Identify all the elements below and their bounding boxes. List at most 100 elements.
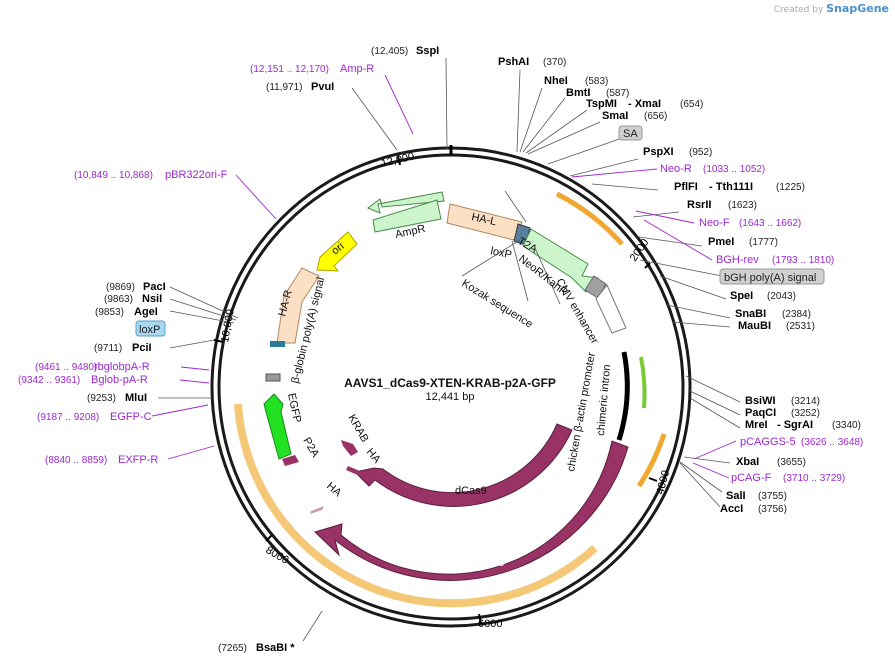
site-tspmi-pos: (654) [680,99,703,110]
site-bmti[interactable]: BmtI [566,87,590,99]
sa-label[interactable]: SA [623,128,638,140]
tick-8000-mark [265,534,273,542]
site-paqci-pos: (3252) [791,408,820,419]
primer-bghrev[interactable]: BGH-rev [716,254,759,266]
primer-exfpr[interactable]: EXFP-R [118,454,158,466]
plasmid-size: 12,441 bp [426,391,475,403]
feature-cba-promoter [595,284,627,334]
site-sali-pos: (3755) [758,491,787,502]
site-sspi-pos: (12,405) [371,46,408,57]
primer-neor-pos: (1033 .. 1052) [703,164,765,175]
site-mrei-pos: (3340) [832,420,861,431]
site-snabi-pos: (2384) [782,309,811,320]
site-nhei[interactable]: NheI [544,75,568,87]
site-leader-lines [158,57,741,642]
site-mlui-pos: (9253) [87,393,116,404]
site-mlui[interactable]: MluI [125,392,147,404]
site-bsiwi-pos: (3214) [791,396,820,407]
primer-bglob[interactable]: Bglob-pA-R [91,374,148,386]
site-bsabi[interactable]: BsaBI * [256,642,295,654]
feature-krab [341,440,358,456]
loxp-box-label[interactable]: loxP [139,324,160,336]
primers: (12,151 .. 12,170) Amp-R (10,849 .. 10,8… [18,63,863,484]
primer-leader-lines [151,74,737,479]
site-pflfi[interactable]: PflFI [674,181,698,193]
tick-8000: 8000 [264,544,291,567]
site-xbai-pos: (3655) [777,457,806,468]
site-snabi[interactable]: SnaBI [735,308,766,320]
label-hal: HA-L [470,211,497,228]
label-ha2: HA [324,480,344,499]
label-p2a: P2A [300,436,321,461]
primer-pcagf[interactable]: pCAG-F [731,472,772,484]
site-agei[interactable]: AgeI [134,306,158,318]
label-cba: chicken β-actin promoter [565,351,598,472]
site-smai[interactable]: SmaI [602,110,628,122]
site-spei[interactable]: SpeI [730,290,753,302]
site-agei-pos: (9853) [95,307,124,318]
site-pvui[interactable]: PvuI [311,81,334,93]
site-pvui-pos: (11,971) [266,82,303,93]
label-ori: ori [329,240,346,257]
tick-10000-mark [213,339,224,343]
primer-pbr322[interactable]: pBR322ori-F [165,169,228,181]
site-sgrai[interactable]: - SgrAI [777,419,813,431]
site-paci-pos: (9869) [106,282,135,293]
site-maubi-pos: (2531) [786,321,815,332]
site-acci[interactable]: AccI [720,503,743,515]
site-acci-pos: (3756) [758,504,787,515]
site-mrei[interactable]: MreI [745,419,768,431]
site-pcii-pos: (9711) [94,343,122,354]
tick-6000: 6000 [478,618,502,630]
site-rsrii[interactable]: RsrII [687,199,711,211]
bgh-label[interactable]: bGH poly(A) signal [724,272,816,284]
site-nsii-pos: (9863) [104,294,133,305]
primer-neor[interactable]: Neo-R [660,163,692,175]
label-intron: chimeric intron [595,364,613,436]
feature-ha-small [346,466,362,476]
site-pmei[interactable]: PmeI [708,236,734,248]
credit-text: Created by [773,5,824,15]
feature-arc-orange-1 [555,191,624,246]
site-xbai[interactable]: XbaI [736,456,759,468]
primer-rbglob-pos: (9461 .. 9480) [35,362,97,373]
site-pcii[interactable]: PciI [132,342,152,354]
site-pspxi[interactable]: PspXI [643,146,674,158]
primer-neof[interactable]: Neo-F [699,217,730,229]
site-smai-pos: (656) [644,111,667,122]
feature-ha-tag [310,506,324,514]
feature-egfp [263,393,292,460]
primer-ampr[interactable]: Amp-R [340,63,374,75]
label-egfp: EGFP [285,392,303,424]
tick-6000-mark [478,613,482,625]
feature-har [276,267,320,344]
feature-ampr [372,199,442,233]
primer-pbr322-pos: (10,849 .. 10,868) [74,170,153,181]
site-pshai-pos: (370) [543,57,566,68]
feature-arc-green-2 [639,356,647,409]
label-krab: KRAB [345,413,370,445]
label-cas9: Cas9 [479,557,505,569]
feature-arc-orange-2 [636,433,667,488]
site-tspmi[interactable]: TspMI [586,98,617,110]
site-pspxi-pos: (952) [689,147,712,158]
tick-4000-mark [648,477,658,482]
primer-pcaggs5[interactable]: pCAGGS-5 [740,436,796,448]
site-bsabi-pos: (7265) [218,643,247,654]
primer-egfpc[interactable]: EGFP-C [110,411,152,423]
label-ha1: HA [364,446,383,466]
site-paci[interactable]: PacI [143,281,166,293]
site-pshai[interactable]: PshAI [498,56,529,68]
snapgene-credit: Created by SnapGene [774,2,889,15]
site-sspi[interactable]: SspI [416,45,439,57]
primer-neof-pos: (1643 .. 1662) [739,218,801,229]
site-tth111i[interactable]: - Tth111I [709,181,753,193]
site-xmai[interactable]: - XmaI [628,98,661,110]
site-paqci[interactable]: PaqCI [745,407,776,419]
site-nsii[interactable]: NsiI [142,293,162,305]
primer-pcagf-pos: (3710 .. 3729) [783,473,845,484]
site-sali[interactable]: SalI [726,490,746,502]
site-bsiwi[interactable]: BsiWI [745,395,776,407]
primer-rbglob[interactable]: rbglobpA-R [94,361,150,373]
site-maubi[interactable]: MauBI [738,320,771,332]
